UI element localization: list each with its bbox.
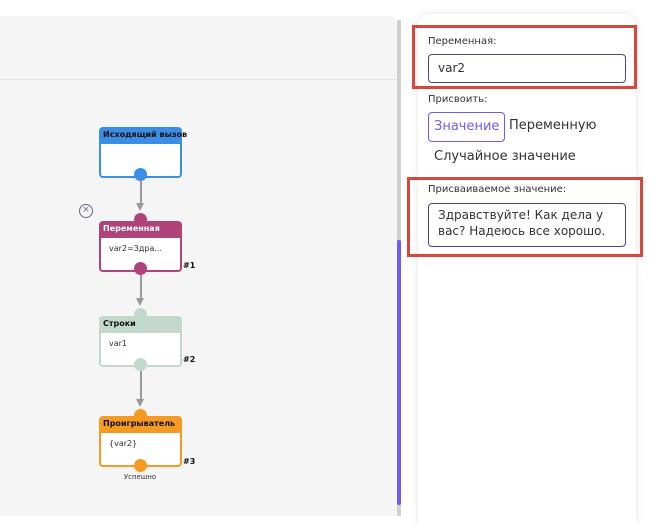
option-variable[interactable]: Переменную <box>509 118 597 133</box>
connector <box>139 181 142 205</box>
output-port[interactable] <box>134 459 147 472</box>
value-label: Присваиваемое значение: <box>428 184 567 195</box>
variable-input[interactable]: var2 <box>428 54 626 83</box>
highlight-box <box>407 177 643 257</box>
value-textarea[interactable]: Здравствуйте! Как дела у вас? Надеюсь вс… <box>428 203 626 247</box>
variable-label: Переменная: <box>428 36 497 47</box>
properties-panel <box>418 14 636 524</box>
highlight-box <box>412 25 637 89</box>
arrow-icon <box>136 298 144 306</box>
node-title: Проигрыватель <box>99 416 182 433</box>
output-port[interactable] <box>134 168 147 181</box>
node-title: Исходящий вызов <box>99 127 187 144</box>
scrollbar-thumb[interactable] <box>397 240 401 505</box>
node-number: #1 <box>183 261 196 270</box>
assign-label: Присвоить: <box>428 94 488 105</box>
output-port[interactable] <box>134 358 147 371</box>
option-random[interactable]: Случайное значение <box>434 149 576 164</box>
success-label: Успешно <box>123 473 157 481</box>
node-number: #3 <box>183 457 196 466</box>
divider <box>0 79 397 80</box>
node-title: Переменная <box>99 221 182 238</box>
close-icon[interactable]: × <box>79 204 93 218</box>
node-title: Строки <box>99 316 182 333</box>
flow-canvas[interactable] <box>0 16 397 516</box>
connector <box>139 275 142 300</box>
arrow-icon <box>136 399 144 407</box>
arrow-icon <box>136 203 144 211</box>
connector <box>139 371 142 401</box>
output-port[interactable] <box>134 262 147 275</box>
node-number: #2 <box>183 355 196 364</box>
option-value[interactable]: Значение <box>428 112 506 142</box>
